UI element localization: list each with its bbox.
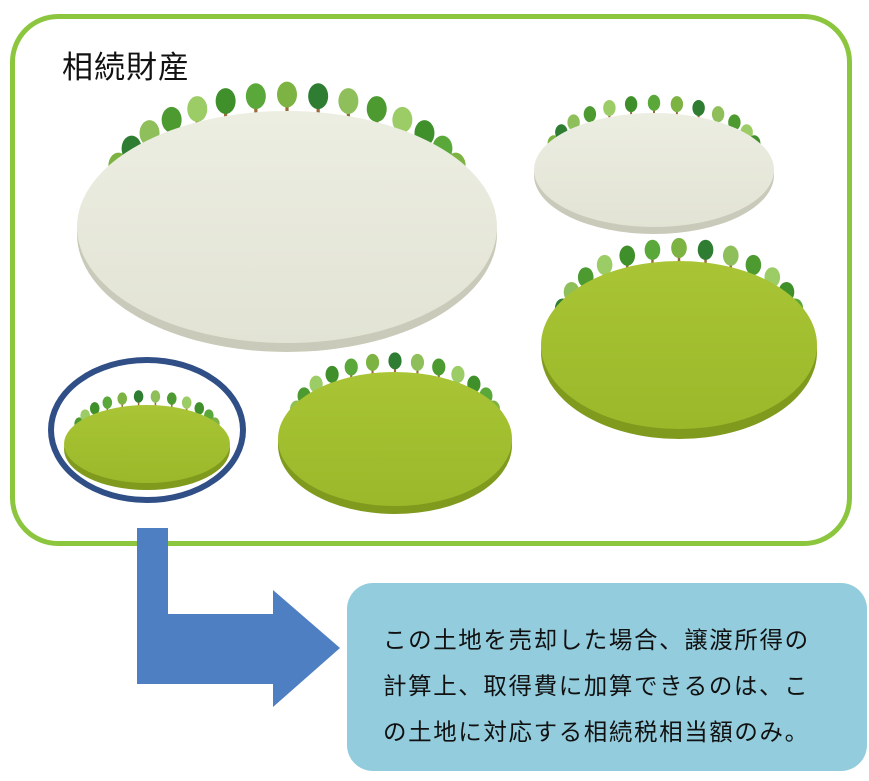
tree-trunk — [170, 401, 173, 412]
tree-trunk — [316, 101, 320, 123]
pointer-arrow — [137, 528, 340, 707]
tree-trunk — [393, 364, 397, 379]
tree-crown — [181, 396, 192, 409]
tree-trunk — [677, 252, 681, 269]
tree-crown — [392, 106, 413, 133]
tree-crown — [133, 390, 144, 403]
tree-crown — [745, 254, 762, 276]
land-plot-large-green — [541, 261, 817, 439]
land-plot-large-beige — [77, 111, 497, 352]
tree-crown — [410, 353, 425, 371]
tree-crown — [215, 88, 236, 114]
tree-crown — [596, 254, 613, 276]
tree-trunk — [651, 254, 654, 271]
land-plot-medium-green — [278, 372, 512, 514]
tree-crown — [161, 106, 182, 133]
tree-crown — [432, 358, 446, 376]
tree-trunk — [121, 401, 124, 412]
tree-crown — [277, 81, 297, 108]
callout-line: この土地を売却した場合、譲渡所得の — [383, 626, 810, 654]
tree-crown — [117, 392, 128, 405]
callout-text: この土地を売却した場合、譲渡所得の 計算上、取得費に加算できるのは、こ の土地に… — [383, 617, 853, 755]
tree-trunk — [285, 100, 289, 121]
tree-crown — [603, 99, 616, 116]
land-plot-small-beige — [534, 113, 774, 234]
highlight-circle — [48, 357, 246, 503]
tree-trunk — [137, 399, 140, 410]
tree-crown — [365, 353, 380, 371]
tree-trunk — [254, 101, 258, 123]
tree-crown — [150, 390, 161, 403]
tree-crown — [308, 83, 329, 110]
tree-crown — [624, 96, 638, 113]
tree-trunk — [416, 366, 419, 380]
tree-crown — [451, 365, 465, 383]
tree-crown — [338, 88, 359, 114]
tree-crown — [325, 365, 339, 383]
tree-crown — [388, 352, 402, 370]
tree-crown — [722, 245, 739, 266]
tree-trunk — [371, 366, 374, 380]
tree-crown — [166, 392, 177, 405]
tree-trunk — [154, 399, 157, 410]
tree-crown — [245, 83, 266, 110]
frame-title: 相続財産 — [62, 50, 190, 86]
tree-crown — [344, 358, 358, 376]
tree-trunk — [653, 106, 655, 120]
tree-crown — [644, 239, 661, 260]
tree-crown — [692, 99, 705, 116]
land-plot-small-green — [64, 405, 230, 490]
callout-line: 計算上、取得費に加算できるのは、こ — [383, 672, 810, 700]
tree-crown — [366, 96, 387, 122]
tree-crown — [711, 106, 725, 123]
tree-trunk — [675, 107, 678, 121]
tree-crown — [671, 237, 687, 258]
tree-crown — [619, 245, 636, 266]
explanation-callout: この土地を売却した場合、譲渡所得の 計算上、取得費に加算できるのは、こ の土地に… — [347, 583, 867, 771]
tree-trunk — [704, 254, 707, 271]
tree-crown — [187, 96, 208, 122]
tree-crown — [647, 94, 661, 111]
tree-crown — [194, 402, 205, 415]
tree-crown — [670, 96, 684, 113]
tree-crown — [583, 106, 597, 123]
tree-trunk — [630, 107, 633, 121]
tree-crown — [89, 402, 100, 415]
tree-crown — [102, 396, 113, 409]
tree-crown — [697, 239, 714, 260]
callout-line: の土地に対応する相続税相当額のみ。 — [383, 718, 810, 746]
